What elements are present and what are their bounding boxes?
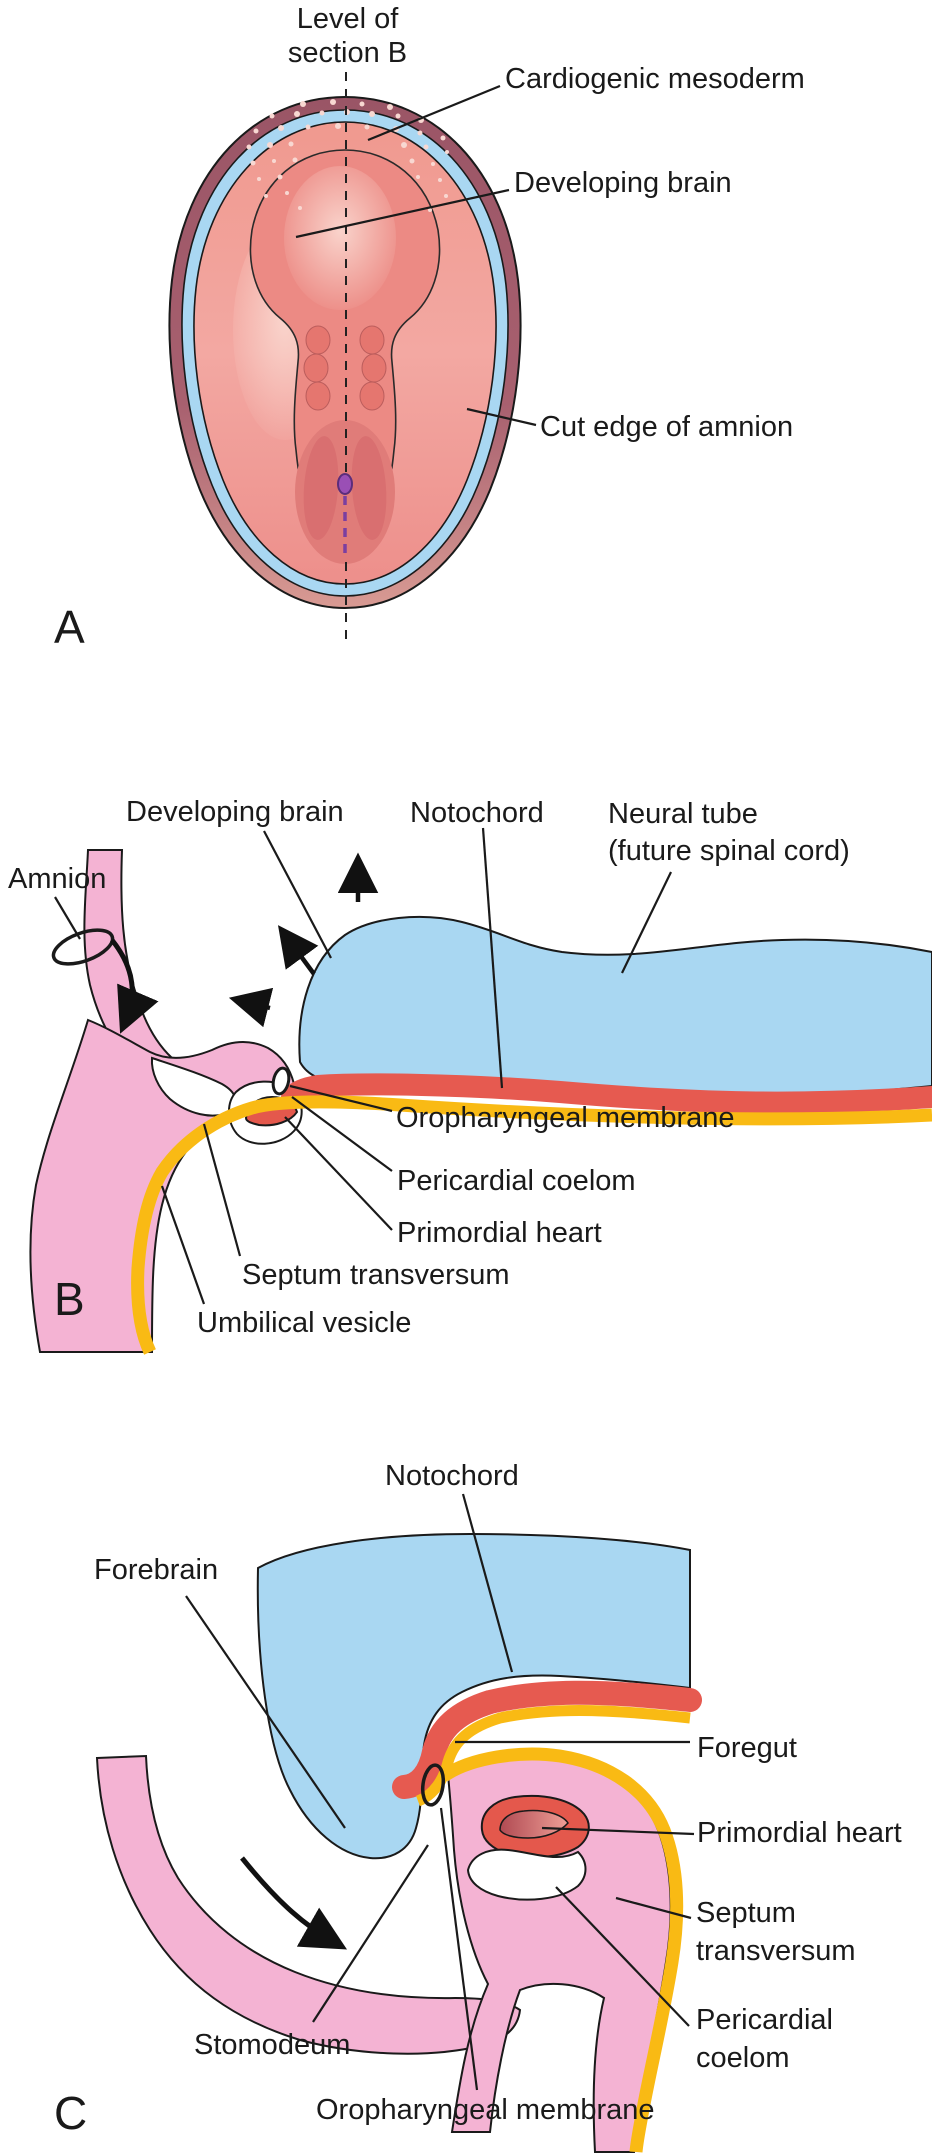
endoderm-band-c-upper [415,1705,691,1807]
panel-a-drawing [168,72,537,643]
panel-a-leaders [295,84,537,427]
label-notochord-b: Notochord [410,797,544,829]
label-oropharyngeal-membrane-b: Oropharyngeal membrane [396,1102,735,1134]
endoderm-band-c-lower [440,1747,684,2153]
amnion-cut-ring [51,928,115,966]
neural-tube-b [298,915,932,1100]
brain-highlight [284,166,396,310]
amnion-tube-c [95,1754,522,2055]
panel-letter-b: B [54,1273,85,1325]
panel-c-drawing [95,1493,702,2153]
label-forebrain: Forebrain [94,1554,219,1586]
oropharyngeal-membrane-b [271,1066,291,1096]
folding-arrow-c [240,1856,348,1950]
label-notochord-c: Notochord [385,1460,519,1492]
label-septum-transversum-c: Septum transversum [696,1897,856,1967]
panel-letter-c: C [54,2087,88,2139]
label-oropharyngeal-membrane-c: Oropharyngeal membrane [316,2094,655,2126]
label-developing-brain-b: Developing brain [126,796,344,828]
panel-c-leaders [185,1493,695,2091]
caudal-streak [351,436,387,540]
label-foregut: Foregut [697,1732,797,1764]
caudal-streak [303,436,339,540]
label-cardiogenic-mesoderm: Cardiogenic mesoderm [505,63,805,95]
endoderm-band-b [131,1095,932,1355]
oropharyngeal-membrane-c [420,1763,446,1807]
somites [303,325,387,411]
label-pericardial-coelom-b: Pericardial coelom [397,1165,636,1197]
folding-arrows-b [110,852,379,1034]
label-septum-transversum-b: Septum transversum [242,1259,510,1291]
pericardial-coelom-space-c [466,1848,587,1901]
label-primordial-heart-b: Primordial heart [397,1217,602,1249]
primitive-node [337,473,353,495]
label-umbilical-vesicle: Umbilical vesicle [197,1307,412,1339]
label-level-of-section-b: Level of section B [287,3,408,69]
panel-b-drawing [29,827,932,1355]
label-pericardial-coelom-c: Pericardial coelom [696,2004,833,2074]
label-stomodeum: Stomodeum [194,2029,351,2061]
label-developing-brain-a: Developing brain [514,167,732,199]
label-primordial-heart-c: Primordial heart [697,1817,902,1849]
heart-inner-crescent [499,1809,569,1839]
label-cut-edge-of-amnion: Cut edge of amnion [540,411,794,443]
panel-letter-a: A [54,601,85,653]
panel-b-leaders [54,827,672,1305]
label-neural-tube: Neural tube (future spinal cord) [608,798,850,867]
label-amnion: Amnion [8,863,107,895]
forebrain-shape [256,1532,691,1860]
notochord-band-b [281,1073,932,1114]
cardiogenic-mesoderm-stipple [246,99,449,212]
